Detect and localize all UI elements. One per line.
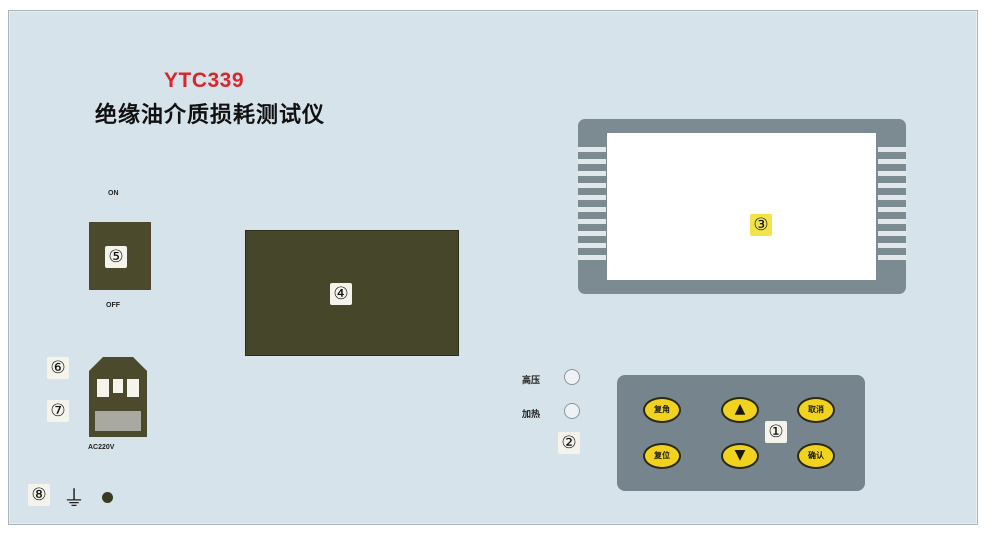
- model-number: YTC339: [164, 69, 245, 92]
- high-voltage-label: 高压: [522, 375, 541, 385]
- ground-terminal[interactable]: [102, 492, 113, 503]
- switch-on-label: ON: [108, 190, 119, 197]
- marker-3: ③: [750, 214, 772, 236]
- marker-6: ⑥: [47, 357, 69, 379]
- vent-slat: [878, 147, 906, 152]
- vent-slat: [878, 195, 906, 200]
- socket-voltage-label: AC220V: [88, 444, 115, 451]
- fuse-holder[interactable]: [95, 411, 141, 431]
- marker-4: ④: [330, 283, 352, 305]
- vent-slat: [878, 207, 906, 212]
- key-up[interactable]: ▲: [721, 397, 759, 423]
- vent-slat: [878, 171, 906, 176]
- key-confirm[interactable]: 确认: [797, 443, 835, 469]
- vent-slat: [578, 183, 606, 188]
- key-top-left[interactable]: 复角: [643, 397, 681, 423]
- power-switch[interactable]: ⑤: [89, 222, 151, 290]
- vent-slat: [578, 147, 606, 152]
- vent-slat: [578, 171, 606, 176]
- vent-slat: [578, 207, 606, 212]
- marker-8: ⑧: [28, 484, 50, 506]
- lcd-screen: ③: [607, 133, 876, 280]
- heating-label: 加热: [522, 409, 541, 419]
- marker-2: ②: [558, 432, 580, 454]
- vent-slat: [578, 195, 606, 200]
- marker-5: ⑤: [105, 246, 127, 268]
- key-reset[interactable]: 复位: [643, 443, 681, 469]
- key-down[interactable]: ▼: [721, 443, 759, 469]
- socket-pin-left: [97, 379, 109, 397]
- instrument-panel: YTC339 绝缘油介质损耗测试仪 ON ⑤ OFF ④ ③ ⑥: [8, 10, 978, 525]
- heating-led: [564, 403, 580, 419]
- lcd-frame: ③: [578, 119, 906, 294]
- vent-slat: [878, 159, 906, 164]
- socket-pin-center: [113, 379, 123, 393]
- vent-slat: [878, 183, 906, 188]
- marker-7: ⑦: [47, 400, 69, 422]
- ground-icon: ⏚: [63, 487, 86, 512]
- socket-pin-right: [127, 379, 139, 397]
- vent-slat: [578, 255, 606, 260]
- vent-slat: [578, 231, 606, 236]
- keypad: 复角 复位 ▲ ▼ 取消 确认 ①: [617, 375, 865, 491]
- key-cancel[interactable]: 取消: [797, 397, 835, 423]
- power-socket[interactable]: [89, 357, 147, 437]
- vent-slat: [878, 255, 906, 260]
- vent-slat: [578, 243, 606, 248]
- high-voltage-led: [564, 369, 580, 385]
- vent-slat: [878, 231, 906, 236]
- vent-slat: [878, 243, 906, 248]
- vent-slat: [878, 219, 906, 224]
- marker-1: ①: [765, 421, 787, 443]
- device-title: 绝缘油介质损耗测试仪: [95, 103, 326, 128]
- vent-slat: [578, 159, 606, 164]
- switch-off-label: OFF: [106, 302, 120, 309]
- secondary-display: ④: [245, 230, 459, 356]
- vent-slat: [578, 219, 606, 224]
